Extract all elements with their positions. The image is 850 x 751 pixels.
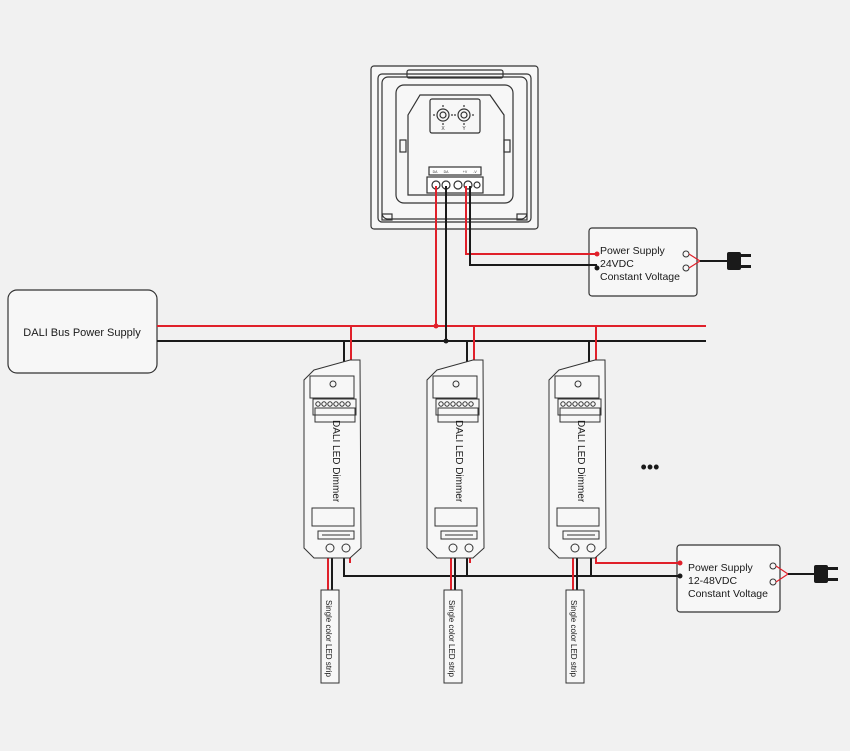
rotary-label-x: X (441, 126, 445, 132)
rotary-switch-x-icon (433, 105, 453, 125)
dimmer-power-negative-wire (343, 547, 680, 577)
dali-bus-power-supply-label: DALI Bus Power Supply (23, 327, 141, 339)
panel-terminal-label: +V (463, 170, 468, 174)
dali-bus-power-supply-box (7, 289, 158, 374)
led-strip-2-label: Single color LED strip (447, 600, 456, 677)
wall-panel (370, 65, 539, 230)
panel-terminal-label: DA (444, 170, 450, 174)
wire-junction-dots (433, 251, 683, 579)
dimmer-power-positive-wire (595, 547, 680, 564)
panel-vplus-wire (465, 186, 597, 255)
power-supply-24v-box (588, 227, 698, 297)
panel-vminus-wire (469, 186, 597, 266)
power-supply-1248v-line2: 12-48VDC (688, 575, 737, 587)
dali-led-dimmer-1 (303, 359, 362, 559)
rotary-switch-y-icon (454, 105, 474, 125)
panel-terminal-label: -V (473, 170, 477, 174)
power-supply-24v-line3: Constant Voltage (600, 271, 680, 283)
led-strip-2 (443, 589, 463, 684)
led-strip-1 (320, 589, 340, 684)
power-supply-1248v-line3: Constant Voltage (688, 588, 768, 600)
power-supply-24v-line2: 24VDC (600, 258, 634, 270)
dimmer-2-label: DALI LED Dimmer (453, 420, 464, 503)
power-supply-1248v-line1: Power Supply (688, 562, 754, 574)
rotary-label-y: Y (462, 126, 466, 132)
led-strip-1-label: Single color LED strip (324, 600, 333, 677)
dimmer-3-label: DALI LED Dimmer (575, 420, 586, 503)
power-supply-1248v-box (676, 544, 781, 613)
dali-led-dimmer-3 (548, 359, 607, 559)
continuation-dots: ••• (641, 457, 660, 477)
led-strip-3-label: Single color LED strip (569, 600, 578, 677)
ac-plug-2-icon (769, 562, 838, 586)
led-strip-3 (565, 589, 585, 684)
ac-plug-1-icon (682, 250, 751, 272)
panel-terminal-label: DA (433, 170, 439, 174)
panel-terminal-screws (431, 180, 481, 190)
dali-led-dimmer-2 (426, 359, 485, 559)
dimmer-1-label: DALI LED Dimmer (330, 420, 341, 503)
power-supply-24v-line1: Power Supply (600, 245, 666, 257)
